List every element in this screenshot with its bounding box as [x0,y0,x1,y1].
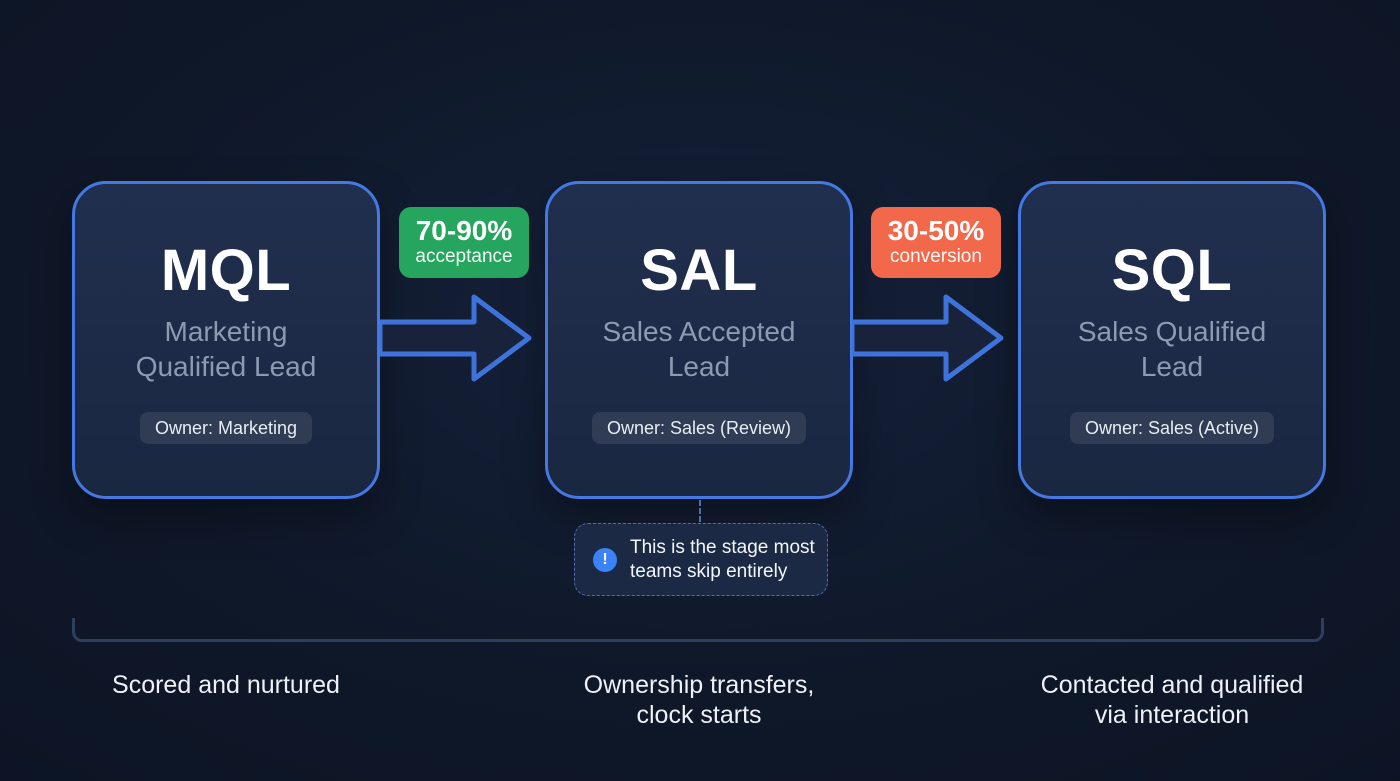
stage-subtitle: Marketing Qualified Lead [136,314,317,384]
footnote-line: via interaction [1094,701,1250,729]
stage-card-sal: SAL Sales Accepted Lead Owner: Sales (Re… [545,181,853,499]
callout-text-line: This is the stage most [630,536,815,558]
owner-badge: Owner: Marketing [139,412,313,444]
stage-acronym: MQL [160,238,292,303]
stage-subtitle-line: Sales Qualified [1077,316,1267,347]
stage-subtitle-line: Lead [667,351,731,382]
footnote-line: clock starts [636,701,762,729]
owner-badge: Owner: Sales (Active) [1069,412,1275,444]
stage-subtitle-line: Marketing [164,316,288,347]
footnote-line: Contacted and qualified [1040,671,1304,699]
rate-value: 30-50% [887,215,985,246]
alert-icon: ! [593,547,617,572]
rate-label: conversion [890,246,982,267]
stage-subtitle-line: Qualified Lead [135,351,317,382]
stage-card-mql: MQL Marketing Qualified Lead Owner: Mark… [72,181,380,499]
acceptance-rate-badge: 70-90% acceptance [399,207,529,278]
conversion-rate-badge: 30-50% conversion [871,207,1001,278]
stage-subtitle-line: Lead [1140,351,1204,382]
callout-connector-line [699,500,701,522]
callout-text-line: teams skip entirely [630,560,788,582]
rate-label: acceptance [415,246,513,267]
stage-footnote-sal: Ownership transfers, clock starts [519,670,879,730]
footnote-bracket [72,618,1324,642]
flow-arrow-right-icon [852,294,1004,382]
stage-acronym: SAL [640,238,758,303]
stage-card-sql: SQL Sales Qualified Lead Owner: Sales (A… [1018,181,1326,499]
skip-stage-callout: ! This is the stage most teams skip enti… [574,523,828,596]
stage-footnote-sql: Contacted and qualified via interaction [992,670,1352,730]
rate-value: 70-90% [415,215,513,246]
stage-footnote-mql: Scored and nurtured [52,670,400,700]
stage-acronym: SQL [1111,238,1233,303]
footnote-line: Scored and nurtured [112,671,340,699]
stage-subtitle: Sales Qualified Lead [1078,314,1266,384]
footnote-line: Ownership transfers, [583,671,815,699]
stage-subtitle: Sales Accepted Lead [602,314,795,384]
stage-subtitle-line: Sales Accepted [602,316,796,347]
callout-text: This is the stage most teams skip entire… [630,536,815,584]
owner-badge: Owner: Sales (Review) [591,412,807,444]
flow-arrow-right-icon [380,294,532,382]
